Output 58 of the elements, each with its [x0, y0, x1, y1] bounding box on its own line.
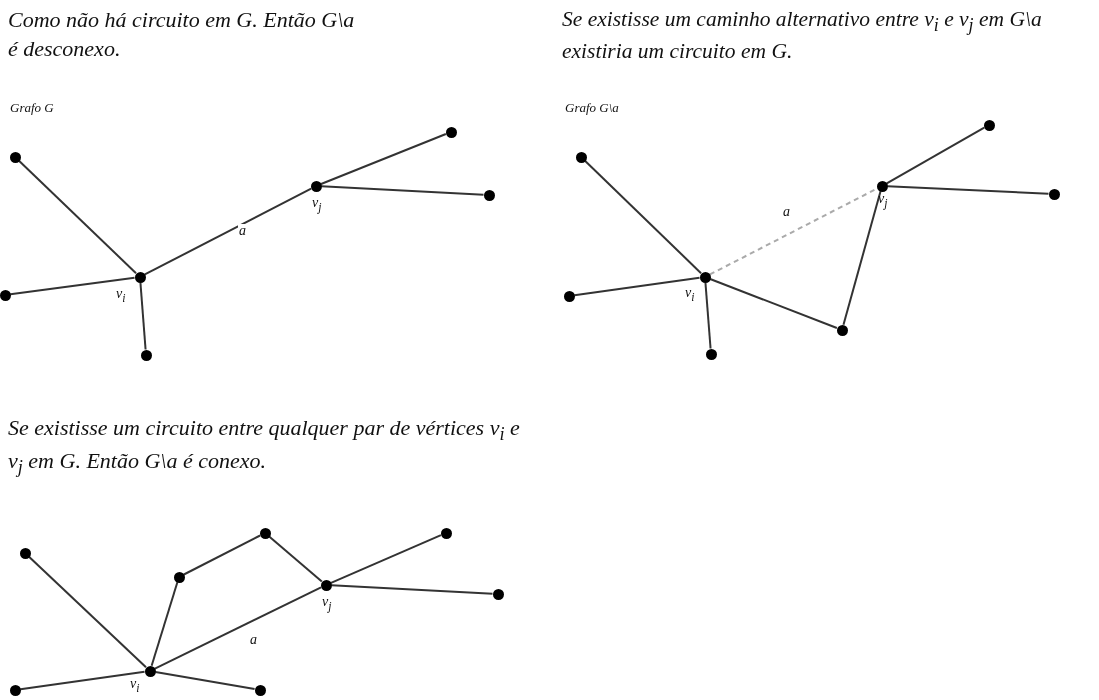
graph-edge	[704, 281, 712, 350]
graph-edge	[150, 581, 179, 667]
graph-edge	[153, 586, 323, 670]
graph-edge	[320, 133, 447, 185]
vertex-dot	[259, 527, 271, 539]
graph-edge	[28, 555, 147, 669]
vertex-dot	[705, 348, 717, 360]
vertex-label: v$_{j}$	[322, 595, 332, 613]
graph-edge	[19, 670, 146, 691]
graph-title: Grafo G\a	[565, 100, 620, 117]
vertex-dot	[983, 119, 995, 131]
vertex-dot	[0, 289, 11, 301]
graph-edge	[17, 159, 138, 275]
graph-edge	[268, 535, 323, 583]
statement-text: Se existisse um circuito entre qualquer par de vértices v$_{i}$ e v$_{j}$ em G. Então G\a é conexo.	[8, 414, 521, 480]
vertex-dot	[254, 684, 266, 696]
vertex-dot	[134, 271, 146, 283]
vertex-dot	[699, 271, 711, 283]
graph-edge	[139, 281, 147, 351]
vertex-dot	[483, 189, 495, 201]
vertex-dot	[9, 684, 21, 696]
vertex-dot	[876, 180, 888, 192]
graph-edge	[885, 126, 986, 185]
graph-edge	[573, 276, 701, 297]
vertex-label: v$_{i}$	[116, 287, 126, 305]
graph-title: Grafo G	[10, 100, 55, 117]
vertex-label: v$_{j}$	[312, 196, 322, 214]
graph-edge	[9, 276, 136, 296]
vertex-dot	[320, 579, 332, 591]
vertex-label: v$_{i}$	[685, 286, 695, 304]
graph-edge	[330, 584, 494, 595]
vertex-label: v$_{j}$	[878, 192, 888, 210]
graph-edge	[709, 278, 838, 329]
vertex-dot	[140, 349, 152, 361]
graph-edge	[182, 534, 262, 576]
graph-edge	[886, 185, 1050, 195]
graph-edge	[330, 534, 442, 584]
vertex-dot	[492, 588, 504, 600]
vertex-dot	[1048, 188, 1060, 200]
edge-label: a	[238, 224, 247, 238]
vertex-dot	[575, 151, 587, 163]
vertex-dot	[836, 324, 848, 336]
graph-edge	[143, 187, 313, 276]
statement-text: Como não há circuito em G. Então G\a é desconexo.	[8, 6, 356, 63]
graph-edge	[842, 190, 882, 326]
vertex-label: v$_{i}$	[130, 677, 140, 695]
vertex-dot	[310, 180, 322, 192]
vertex-dot	[563, 290, 575, 302]
statement-text: Se existisse um caminho alternativo entre v$_{i}$ e v$_{j}$ em G\a existiria um circuito em G.	[562, 6, 1043, 65]
vertex-dot	[440, 527, 452, 539]
graph-edge	[154, 670, 256, 691]
vertex-dot	[445, 126, 457, 138]
graph-edge	[583, 159, 703, 275]
graph-edge	[320, 185, 485, 196]
vertex-dot	[9, 151, 21, 163]
vertex-dot	[19, 547, 31, 559]
vertex-dot	[173, 571, 185, 583]
vertex-dot	[144, 665, 156, 677]
